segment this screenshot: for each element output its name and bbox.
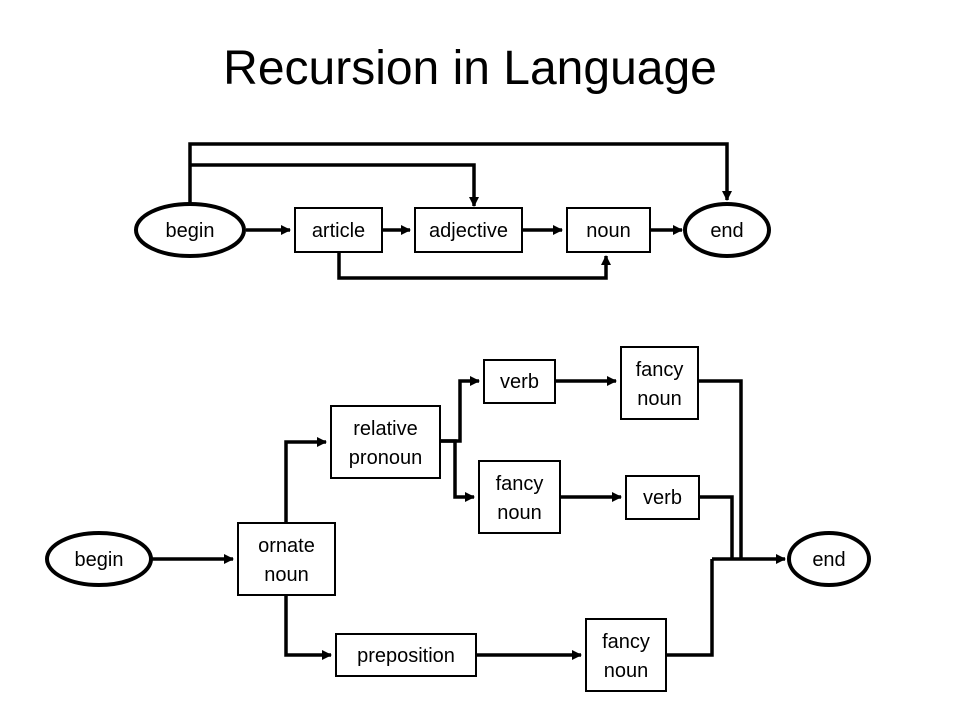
edge-relative-pronoun-to-verb — [440, 376, 480, 443]
edge-upper-fancy-noun-to-end — [698, 379, 743, 559]
top-noun-node: noun — [566, 207, 651, 253]
bottom-begin-label: begin — [75, 549, 124, 571]
top-begin-node: begin — [134, 202, 246, 258]
middle-verb-node: verb — [625, 475, 700, 520]
top-article-node: article — [294, 207, 383, 253]
lower-fancy-noun-label-line2: noun — [604, 660, 649, 682]
relative-pronoun-node: relative pronoun — [330, 405, 441, 479]
lower-fancy-noun-label-line1: fancy — [602, 631, 650, 653]
middle-fancy-noun-node: fancy noun — [478, 460, 561, 534]
top-adjective-label: adjective — [429, 220, 508, 242]
top-article-label: article — [312, 220, 365, 242]
bottom-begin-node: begin — [45, 531, 153, 587]
middle-fancy-noun-label-line1: fancy — [496, 473, 544, 495]
edge-middle-verb-to-end — [699, 495, 734, 559]
ornate-noun-node: ornate noun — [237, 522, 336, 596]
edge-article-bypass-to-noun — [337, 252, 611, 280]
upper-fancy-noun-label-line1: fancy — [636, 359, 684, 381]
lower-fancy-noun-node: fancy noun — [585, 618, 667, 692]
middle-fancy-noun-label-line2: noun — [497, 502, 542, 524]
preposition-label: preposition — [357, 645, 455, 667]
bottom-end-label: end — [812, 549, 845, 571]
bottom-diagram-edges — [152, 376, 786, 660]
middle-verb-label: verb — [643, 487, 682, 509]
upper-fancy-noun-label-line2: noun — [637, 388, 682, 410]
top-adjective-node: adjective — [414, 207, 523, 253]
relative-pronoun-label-line1: relative — [353, 418, 417, 440]
upper-verb-node: verb — [483, 359, 556, 404]
edge-relative-pronoun-to-fancy-noun — [440, 439, 475, 502]
top-end-node: end — [683, 202, 771, 258]
edge-lower-fancy-noun-to-end — [666, 559, 714, 657]
edge-begin-bypass-to-adjective — [190, 163, 479, 207]
ornate-noun-label-line2: noun — [264, 564, 309, 586]
bottom-end-node: end — [787, 531, 871, 587]
preposition-node: preposition — [335, 633, 477, 677]
edge-ornate-noun-to-relative-pronoun — [284, 437, 327, 525]
upper-fancy-noun-node: fancy noun — [620, 346, 699, 420]
ornate-noun-label-line1: ornate — [258, 535, 315, 557]
edge-begin-bypass-to-end — [188, 142, 732, 204]
page-title: Recursion in Language — [223, 42, 717, 95]
top-begin-label: begin — [166, 220, 215, 242]
upper-verb-label: verb — [500, 371, 539, 393]
edge-ornate-noun-to-preposition — [284, 595, 332, 660]
top-diagram-edges — [188, 142, 732, 280]
relative-pronoun-label-line2: pronoun — [349, 447, 422, 469]
top-end-label: end — [710, 220, 743, 242]
top-noun-label: noun — [586, 220, 631, 242]
